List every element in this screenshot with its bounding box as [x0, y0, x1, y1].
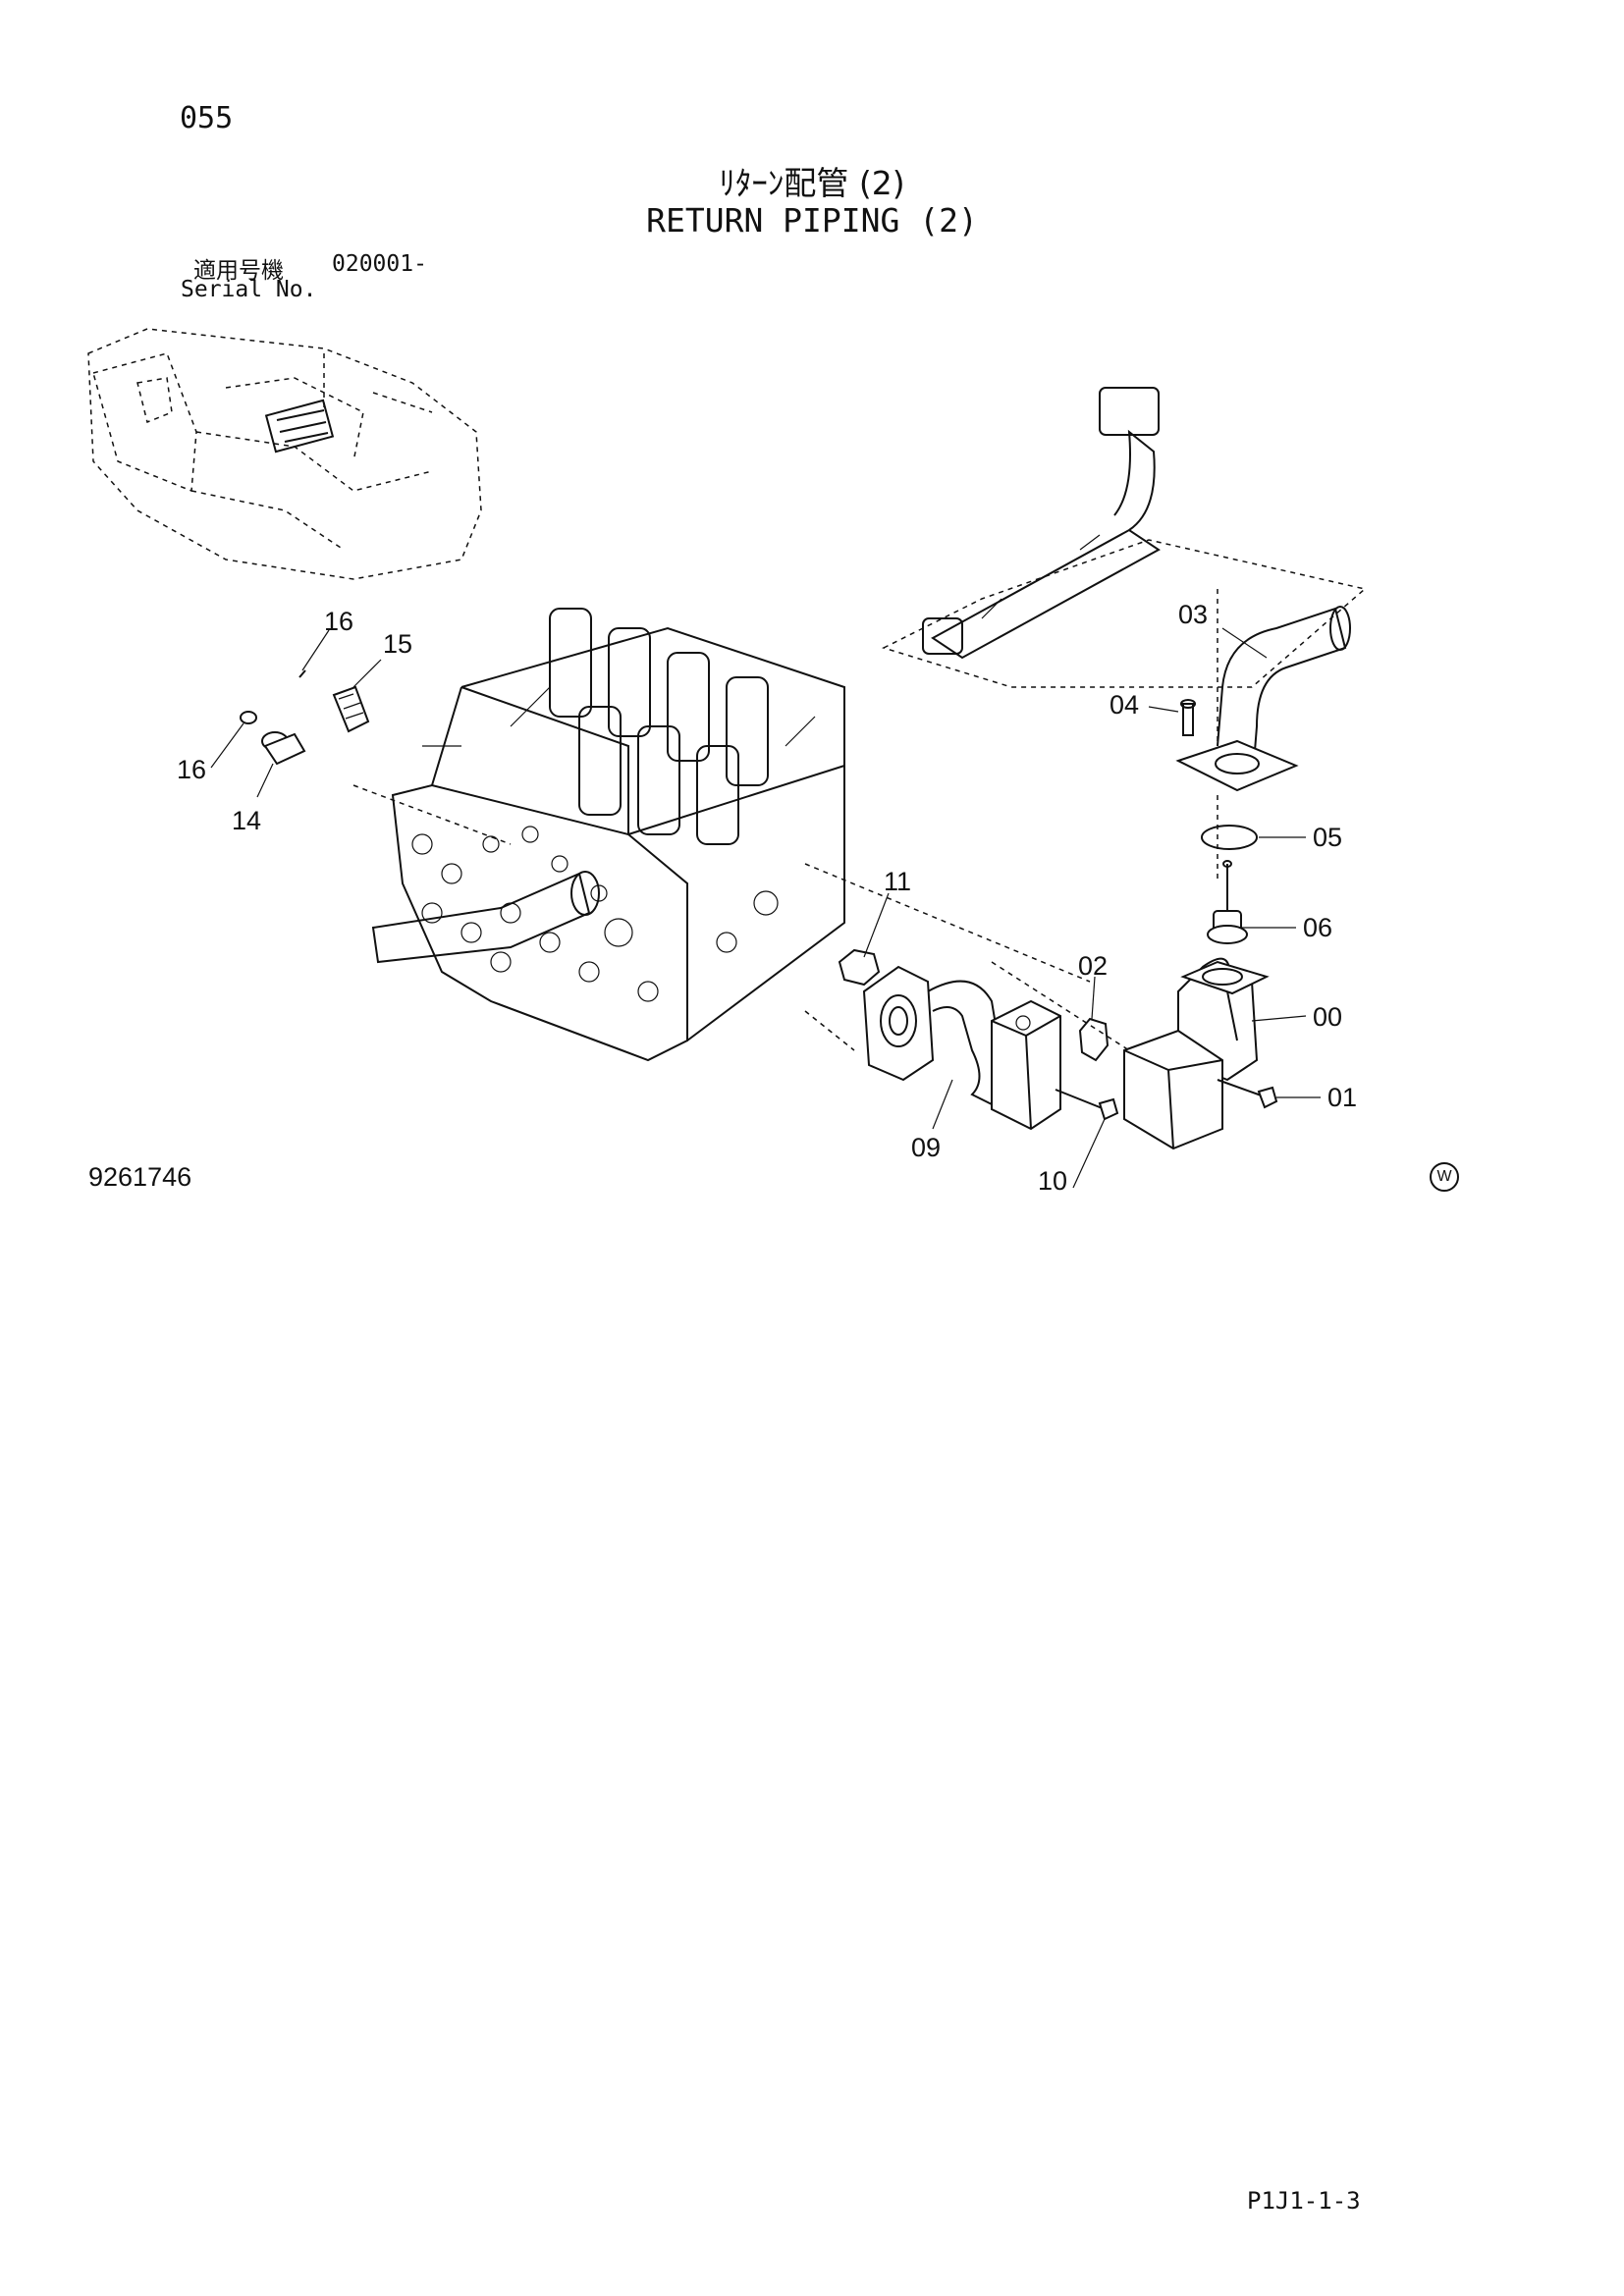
callout-14: 14	[232, 806, 261, 835]
drawing-number: 9261746	[88, 1162, 192, 1192]
part-09-pipe	[862, 965, 1061, 1131]
title-english: RETURN PIPING (2)	[646, 201, 978, 240]
exploded-parts-diagram: 16 15 16 14 11 09 10 02 03 04 05 06 00 0…	[87, 328, 1367, 1196]
serial-number: 020001-	[332, 251, 427, 277]
part-02-o-ring	[1078, 1017, 1110, 1062]
callout-00: 00	[1313, 1002, 1342, 1032]
part-11-o-ring	[838, 948, 881, 987]
callout-09: 09	[911, 1133, 941, 1162]
part-15-connector	[332, 685, 370, 733]
callout-16-upper: 16	[324, 607, 353, 636]
callout-03: 03	[1178, 600, 1208, 629]
serial-label-english: Serial No.	[181, 277, 317, 302]
callout-10: 10	[1038, 1166, 1067, 1196]
pipe-assembly-inset	[881, 387, 1367, 688]
part-00-elbow-pipe	[1123, 957, 1270, 1150]
part-01-bolt	[1217, 1079, 1278, 1109]
w-mark-symbol: W	[1430, 1162, 1459, 1192]
callout-06: 06	[1303, 913, 1332, 942]
callout-15: 15	[383, 629, 412, 659]
callout-01: 01	[1327, 1083, 1357, 1112]
part-05-o-ring	[1201, 825, 1258, 850]
callout-05: 05	[1313, 823, 1342, 852]
callout-16-lower: 16	[177, 755, 206, 784]
part-03-return-pipe	[1175, 606, 1351, 792]
callout-11: 11	[884, 867, 911, 896]
part-04-bolt	[1180, 699, 1196, 736]
page-code: P1J1-1-3	[1247, 2187, 1361, 2215]
title-japanese: ﾘﾀｰﾝ配管 (2)	[719, 164, 905, 202]
part-16-o-ring-upper	[298, 669, 306, 678]
part-10-bolt	[1055, 1089, 1119, 1121]
machine-overview-illustration	[87, 328, 482, 580]
control-valve-illustration	[371, 608, 845, 1062]
serial-label-japanese: 適用号機	[193, 258, 284, 284]
page-number: 055	[180, 101, 234, 135]
part-06-strainer	[1207, 860, 1248, 944]
callout-04: 04	[1110, 690, 1139, 720]
callout-02: 02	[1078, 951, 1108, 981]
part-16-o-ring-lower	[240, 711, 257, 724]
part-14-adapter	[261, 731, 306, 766]
callout-leader-lines	[210, 627, 1321, 1189]
